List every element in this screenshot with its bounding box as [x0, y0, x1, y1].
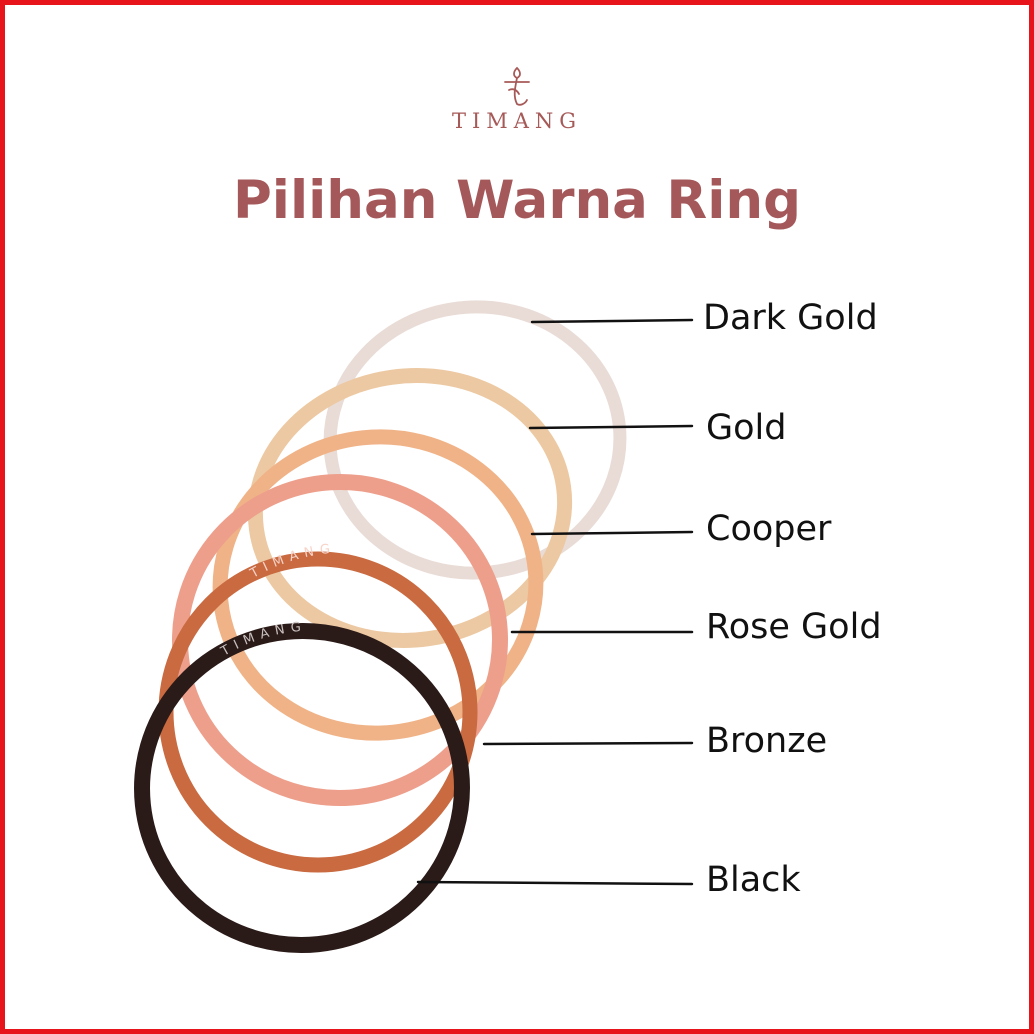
label-black: Black [706, 860, 801, 900]
ring-bronze [158, 551, 478, 873]
leader-line-black [416, 880, 694, 886]
brand-name: TIMANG [451, 109, 583, 133]
leader-line-cooper [530, 530, 694, 536]
ring-black [134, 622, 470, 954]
label-bronze: Bronze [706, 721, 828, 761]
label-cooper: Cooper [706, 509, 832, 549]
label-dark-gold: Dark Gold [703, 298, 878, 338]
label-gold: Gold [706, 408, 787, 448]
timang-logo-icon [504, 66, 530, 106]
ring-gold [247, 368, 573, 648]
label-rose-gold: Rose Gold [706, 607, 882, 647]
leader-line-dark-gold [530, 318, 694, 324]
page-title: Pilihan Warna Ring [232, 170, 802, 231]
leader-line-bronze [482, 741, 694, 746]
leader-line-gold [528, 424, 694, 430]
